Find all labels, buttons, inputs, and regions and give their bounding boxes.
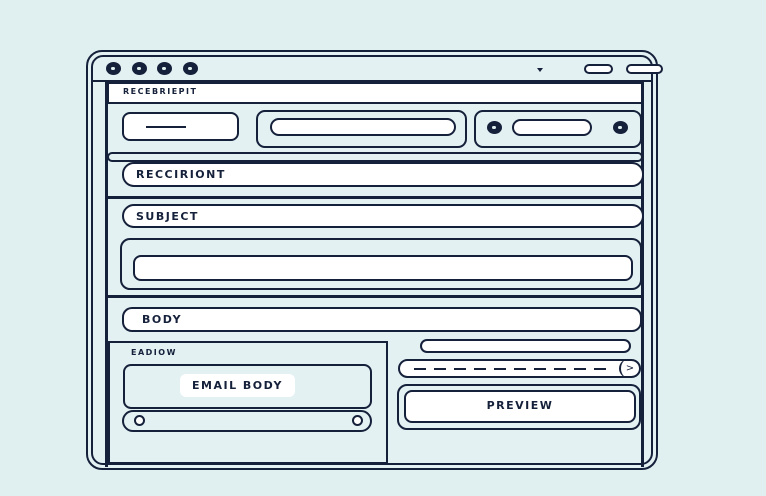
- right-pill-bar[interactable]: [420, 339, 631, 353]
- email-body-chip[interactable]: EMAIL BODY: [180, 374, 295, 397]
- minimize-pill-button[interactable]: [584, 64, 613, 74]
- row-divider: [107, 196, 643, 199]
- bottom-left-panel: [108, 341, 388, 464]
- row-divider: [107, 295, 643, 298]
- preview-button[interactable]: PREVIEW: [404, 390, 636, 423]
- next-dot-icon[interactable]: [613, 121, 628, 134]
- body-label: BODY: [142, 313, 183, 326]
- recipient-label: RECCIRIONT: [136, 168, 226, 181]
- toolbar-right-group: [474, 110, 642, 148]
- window-dot-icon[interactable]: [132, 62, 147, 75]
- placeholder-dashes: [414, 368, 614, 370]
- recipient-field[interactable]: RECCIRIONT: [122, 162, 644, 187]
- window-inner-frame: [91, 55, 653, 465]
- toolbar-search-input[interactable]: [270, 118, 456, 136]
- slider-handle-left[interactable]: [134, 415, 145, 426]
- address-bar[interactable]: RECEBRIEPIT: [107, 82, 643, 104]
- text-input[interactable]: [133, 255, 633, 281]
- subject-field[interactable]: SUBJECT: [122, 204, 644, 228]
- window-dot-icon[interactable]: [157, 62, 172, 75]
- chevron-right-icon[interactable]: >: [619, 359, 639, 378]
- preview-label: PREVIEW: [486, 399, 554, 412]
- section-label: EADIOW: [131, 348, 177, 357]
- window-dot-icon[interactable]: [106, 62, 121, 75]
- toolbar-right-input[interactable]: [512, 119, 592, 136]
- dropdown-caret-icon[interactable]: [537, 68, 543, 72]
- slider-handle-right[interactable]: [352, 415, 363, 426]
- slider-track[interactable]: [122, 410, 372, 432]
- dropdown-input[interactable]: >: [398, 359, 641, 378]
- toolbar-divider: [107, 152, 643, 162]
- side-rail-right: [641, 82, 644, 467]
- preview-frame: [397, 384, 641, 430]
- address-text: RECEBRIEPIT: [123, 87, 198, 96]
- maximize-pill-button[interactable]: [626, 64, 663, 74]
- input-panel: [120, 238, 642, 290]
- subject-label: SUBJECT: [136, 210, 199, 223]
- title-bar: [93, 56, 651, 82]
- window-dot-icon[interactable]: [183, 62, 198, 75]
- dash-icon: [146, 126, 186, 128]
- toolbar-middle-group: [256, 110, 467, 148]
- email-body-box[interactable]: EMAIL BODY: [123, 364, 372, 409]
- side-rail-left: [105, 82, 108, 467]
- toolbar-button-left[interactable]: [122, 112, 239, 141]
- body-field[interactable]: BODY: [122, 307, 642, 332]
- prev-dot-icon[interactable]: [487, 121, 502, 134]
